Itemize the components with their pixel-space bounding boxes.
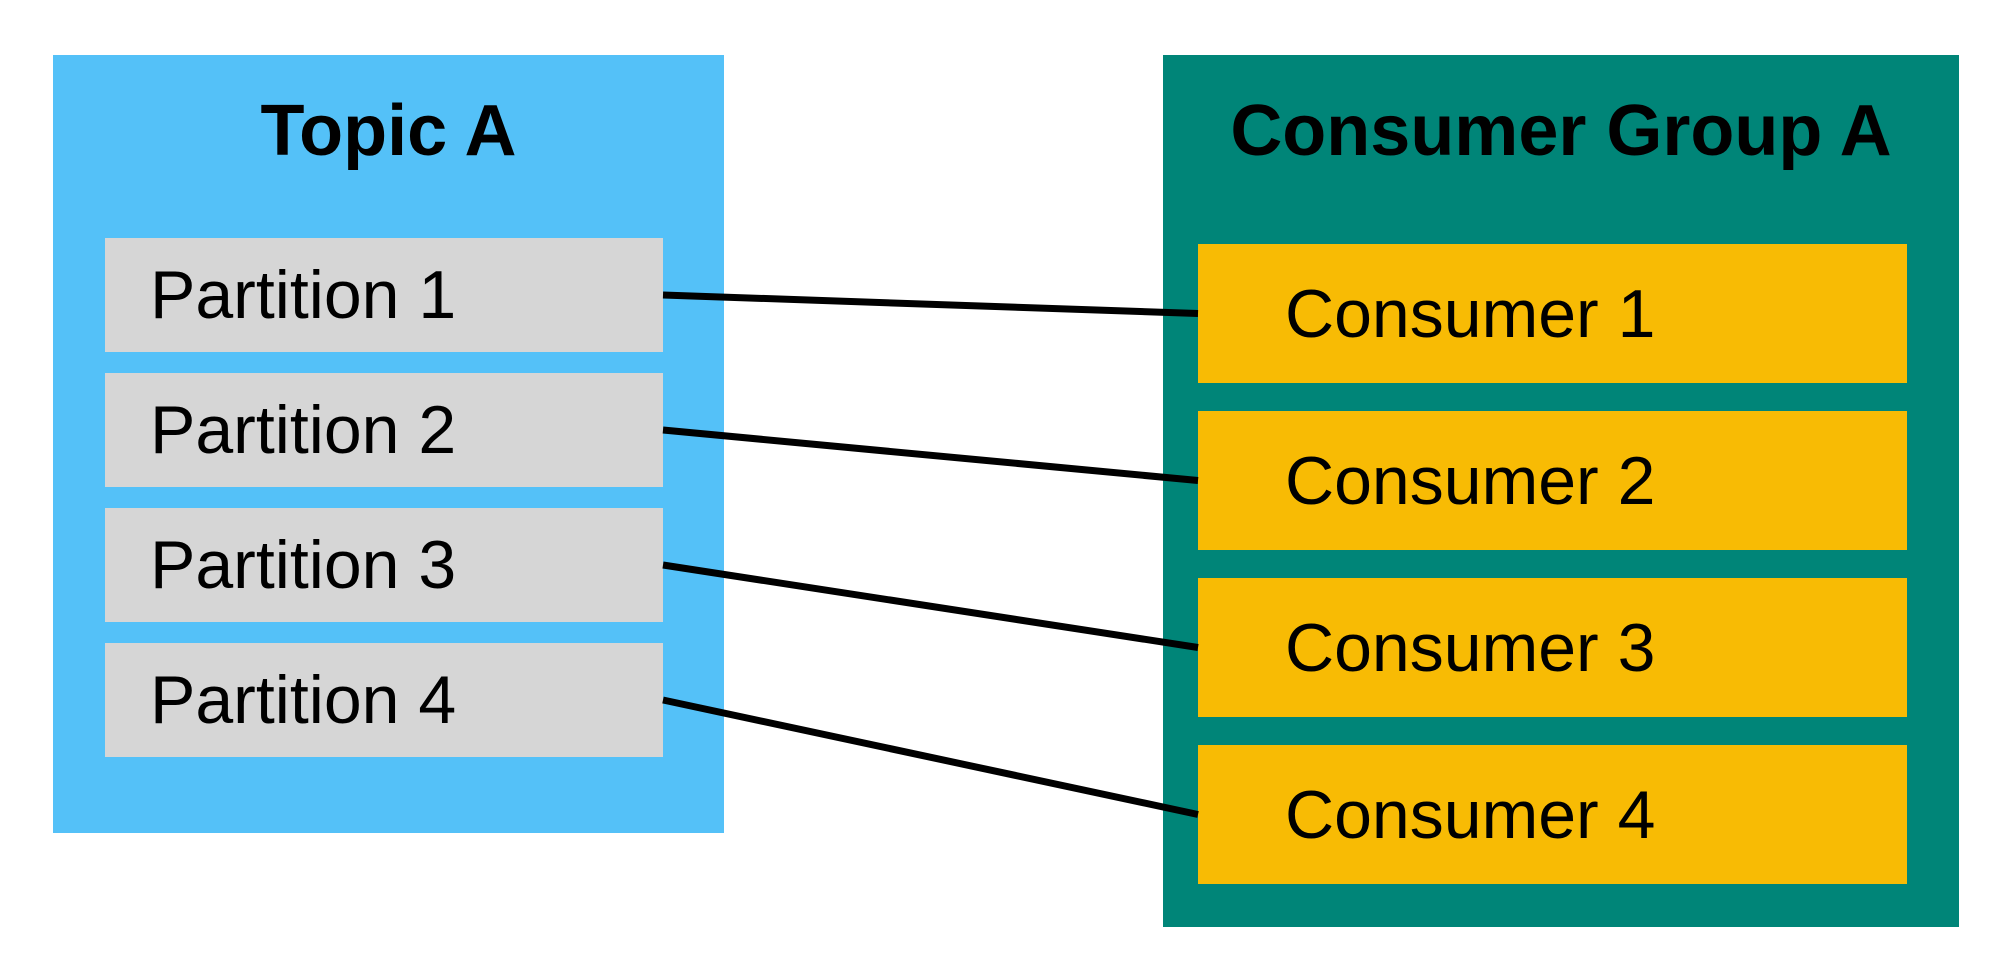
- partition-label: Partition 4: [150, 662, 457, 738]
- partition-box: Partition 1: [105, 238, 663, 352]
- connection-line: [662, 561, 1199, 651]
- partition-label: Partition 2: [150, 392, 457, 468]
- partition-label: Partition 3: [150, 527, 457, 603]
- connection-line: [662, 426, 1199, 484]
- consumer-box: Consumer 1: [1198, 244, 1907, 383]
- consumer-box: Consumer 3: [1198, 578, 1907, 717]
- consumer-label: Consumer 3: [1285, 609, 1656, 686]
- consumer-group-box: Consumer Group A Consumer 1 Consumer 2 C…: [1163, 55, 1959, 927]
- consumer-label: Consumer 1: [1285, 275, 1656, 352]
- consumer-list: Consumer 1 Consumer 2 Consumer 3 Consume…: [1198, 244, 1907, 884]
- partition-box: Partition 4: [105, 643, 663, 757]
- partition-box: Partition 2: [105, 373, 663, 487]
- consumer-box: Consumer 2: [1198, 411, 1907, 550]
- connection-line: [662, 291, 1199, 317]
- topic-box: Topic A Partition 1 Partition 2 Partitio…: [53, 55, 724, 833]
- consumer-label: Consumer 2: [1285, 442, 1656, 519]
- topic-title: Topic A: [260, 91, 517, 171]
- consumer-label: Consumer 4: [1285, 776, 1656, 853]
- partition-box: Partition 3: [105, 508, 663, 622]
- consumer-group-title: Consumer Group A: [1230, 91, 1892, 171]
- partition-label: Partition 1: [150, 257, 457, 333]
- connection-line: [662, 696, 1199, 818]
- partition-list: Partition 1 Partition 2 Partition 3 Part…: [105, 238, 663, 757]
- consumer-box: Consumer 4: [1198, 745, 1907, 884]
